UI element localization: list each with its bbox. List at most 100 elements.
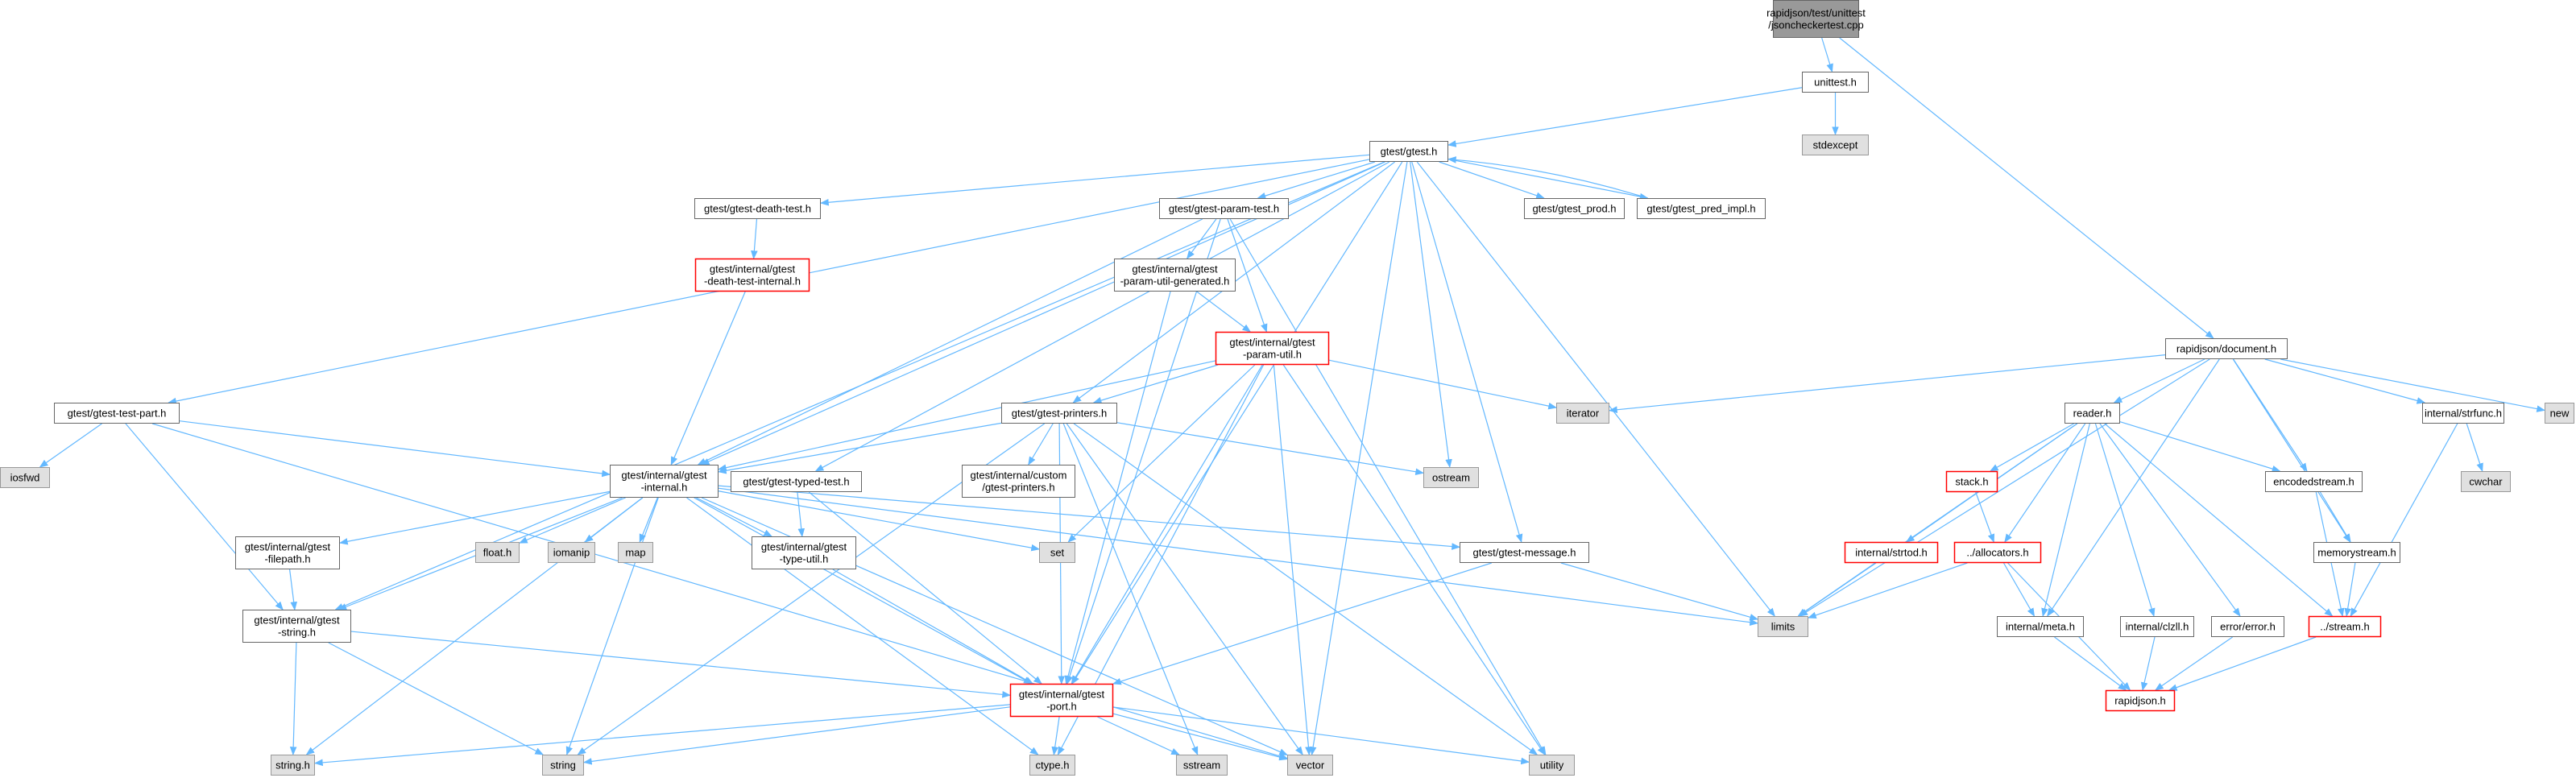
edge-allocators-to-limits	[1807, 562, 1968, 619]
node-box	[2308, 615, 2382, 638]
node-new[interactable]: new	[2545, 403, 2574, 424]
node-encodedstream[interactable]: encodedstream.h	[2265, 471, 2363, 492]
node-memorystream[interactable]: memorystream.h	[2313, 542, 2400, 563]
node-strtod[interactable]: internal/strtod.h	[1844, 541, 1939, 564]
node-label: internal/clzll.h	[2126, 621, 2189, 633]
node-customprinters[interactable]: gtest/internal/custom/gtest-printers.h	[962, 465, 1075, 498]
edge-internal-to-typeutil	[696, 497, 772, 537]
edge-readerh-to-error	[2099, 423, 2241, 617]
edge-paramutil-to-port	[1071, 364, 1263, 685]
node-box	[1114, 259, 1236, 292]
node-stream[interactable]: ../stream.h	[2308, 615, 2382, 638]
node-box	[962, 465, 1075, 498]
node-testpart[interactable]: gtest/gtest-test-part.h	[54, 403, 180, 424]
node-cwchar[interactable]: cwchar	[2461, 471, 2511, 492]
node-iomanip[interactable]: iomanip	[548, 542, 595, 563]
node-box	[1637, 198, 1766, 219]
node-floath[interactable]: float.h	[475, 542, 520, 563]
node-paramgen[interactable]: gtest/internal/gtest-param-util-generate…	[1114, 259, 1236, 292]
node-label: -param-util-generated.h	[1120, 275, 1230, 288]
node-printers[interactable]: gtest/gtest-printers.h	[1001, 403, 1117, 424]
edge-deathtest-to-deathinternal	[751, 218, 758, 260]
node-gtest[interactable]: gtest/gtest.h	[1369, 141, 1448, 162]
node-meta[interactable]: internal/meta.h	[1997, 616, 2084, 637]
node-document[interactable]: rapidjson/document.h	[2165, 338, 2288, 359]
edge-message-to-port	[1112, 562, 1492, 685]
node-label: iomanip	[553, 547, 590, 559]
node-label: /jsoncheckertest.cpp	[1768, 19, 1864, 31]
node-deathinternal[interactable]: gtest/internal/gtest-death-test-internal…	[694, 258, 810, 292]
node-internal[interactable]: gtest/internal/gtest-internal.h	[610, 465, 719, 498]
node-stdexcept[interactable]: stdexcept	[1802, 134, 1869, 155]
edge-printers-to-internal	[717, 422, 1002, 474]
edge-document-to-iterator	[1608, 354, 2166, 414]
node-label: gtest/gtest.h	[1381, 146, 1438, 158]
node-paramtest[interactable]: gtest/gtest-param-test.h	[1159, 198, 1289, 219]
node-iosfwd[interactable]: iosfwd	[0, 467, 50, 488]
node-gstring[interactable]: gtest/internal/gtest-string.h	[242, 610, 351, 643]
node-sstream[interactable]: sstream	[1176, 755, 1228, 776]
edge-root-to-unittest	[1821, 37, 1833, 73]
node-limits[interactable]: limits	[1758, 616, 1808, 637]
node-box	[694, 198, 821, 219]
node-unittest[interactable]: unittest.h	[1802, 72, 1869, 93]
node-label: unittest.h	[1814, 77, 1857, 89]
node-prod[interactable]: gtest/gtest_prod.h	[1524, 198, 1625, 219]
node-message[interactable]: gtest/gtest-message.h	[1460, 542, 1589, 563]
edge-printers-to-utility	[1073, 423, 1539, 755]
node-ostream[interactable]: ostream	[1423, 467, 1479, 488]
node-iterator[interactable]: iterator	[1556, 403, 1609, 424]
node-map[interactable]: map	[618, 542, 653, 563]
edge-meta-to-rapidjsonh	[2054, 636, 2127, 691]
edge-error-to-rapidjsonh	[2154, 636, 2233, 691]
node-label: ../stream.h	[2320, 621, 2369, 633]
node-string[interactable]: string	[542, 755, 584, 776]
edge-allocators-to-meta	[2002, 562, 2036, 617]
node-deathtest[interactable]: gtest/gtest-death-test.h	[694, 198, 821, 219]
node-box	[542, 755, 584, 776]
edge-internal-to-message	[718, 485, 1461, 550]
node-strfunc[interactable]: internal/strfunc.h	[2422, 403, 2504, 424]
node-set[interactable]: set	[1039, 542, 1075, 563]
node-stringh[interactable]: string.h	[271, 755, 315, 776]
node-box	[1215, 331, 1330, 366]
node-ctypeh[interactable]: ctype.h	[1029, 755, 1075, 776]
node-label: internal/strfunc.h	[2425, 408, 2502, 420]
node-box	[1159, 198, 1289, 219]
edge-typedtest-to-port	[808, 491, 1042, 685]
node-utility[interactable]: utility	[1529, 755, 1575, 776]
node-error[interactable]: error/error.h	[2211, 616, 2284, 637]
edge-strtod-to-limits	[1797, 562, 1877, 617]
node-label: internal/strtod.h	[1855, 547, 1928, 559]
node-label: ctype.h	[1036, 759, 1070, 772]
node-root[interactable]: rapidjson/test/unittest/jsoncheckertest.…	[1766, 0, 1866, 38]
node-clzll[interactable]: internal/clzll.h	[2120, 616, 2194, 637]
node-label: gtest/gtest-printers.h	[1012, 408, 1108, 420]
node-box	[752, 536, 856, 569]
node-box	[1369, 141, 1448, 162]
node-box	[1176, 755, 1228, 776]
edge-layer	[39, 37, 2546, 767]
edge-gtest-to-typedtest	[814, 161, 1390, 472]
edge-paramgen-to-paramutil	[1196, 291, 1252, 333]
edge-port-to-vector	[1112, 713, 1289, 761]
node-rapidjsonh[interactable]: rapidjson.h	[2105, 689, 2176, 712]
node-label: gtest/gtest-typed-test.h	[743, 476, 849, 488]
node-typedtest[interactable]: gtest/gtest-typed-test.h	[731, 471, 862, 492]
node-paramutil[interactable]: gtest/internal/gtest-param-util.h	[1215, 331, 1330, 366]
node-stackh[interactable]: stack.h	[1945, 470, 1998, 493]
edge-printers-to-ostream	[1116, 422, 1425, 476]
node-allocators[interactable]: ../allocators.h	[1953, 541, 2042, 564]
node-label: vector	[1296, 759, 1325, 772]
node-label: gtest/gtest-test-part.h	[68, 408, 167, 420]
node-predimpl[interactable]: gtest/gtest_pred_impl.h	[1637, 198, 1766, 219]
node-vector[interactable]: vector	[1287, 755, 1333, 776]
edge-printers-to-vector	[1066, 423, 1303, 755]
node-filepath[interactable]: gtest/internal/gtest-filepath.h	[235, 536, 340, 569]
node-typeutil[interactable]: gtest/internal/gtest-type-util.h	[752, 536, 856, 569]
edge-strfunc-to-cwchar	[2466, 423, 2483, 473]
node-readerh[interactable]: reader.h	[2065, 403, 2120, 424]
edge-readerh-to-encodedstream	[2119, 421, 2281, 473]
node-box	[2105, 689, 2176, 712]
node-port[interactable]: gtest/internal/gtest-port.h	[1009, 683, 1114, 718]
